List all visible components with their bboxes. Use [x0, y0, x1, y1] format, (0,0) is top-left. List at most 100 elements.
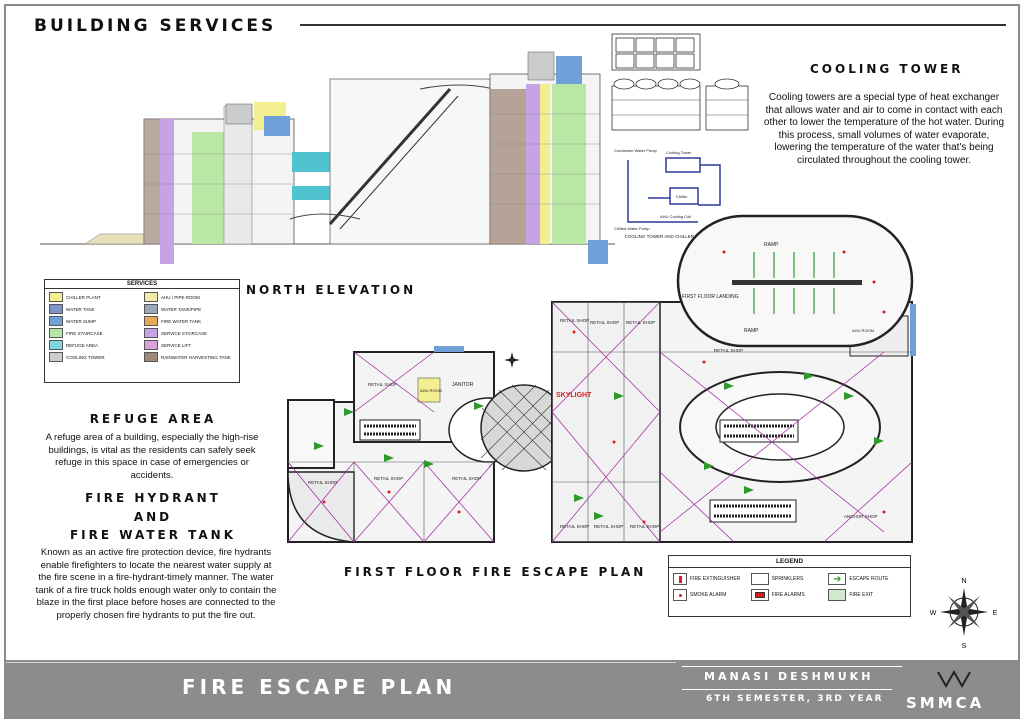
plan-label-ahu-right: AHU ROOM: [852, 328, 874, 333]
compass-n: N: [961, 578, 966, 585]
services-item: WATER SUMP: [49, 316, 140, 326]
cooling-diagram-caption: COOLING TOWER AND CHILLER WORK TOGETHER: [625, 234, 736, 239]
legend-label: FIRE EXTINGUISHER: [690, 576, 741, 582]
legend-label: SPRINKLERS: [771, 576, 804, 582]
cooling-tower-description: Cooling towers are a special type of hea…: [763, 92, 1005, 166]
legend: LEGEND FIRE EXTINGUISHER SPRINKLERS ➜ ES…: [668, 555, 911, 617]
north-elevation-caption: NORTH ELEVATION: [246, 283, 417, 297]
plan-label-retail-5: RETAIL SHOP: [560, 318, 589, 323]
services-item: CHILLER PLANT: [49, 292, 140, 302]
legend-label: FIRE ALARMS: [771, 592, 805, 598]
services-item-label: WATER SUMP: [66, 318, 96, 324]
plan-label-retail-2: RETAIL SHOP: [308, 480, 337, 485]
services-item: REFUGE AREA: [49, 340, 140, 350]
services-swatch: [49, 328, 63, 338]
compass-icon: N S E W: [930, 578, 998, 650]
legend-label: ESCAPE ROUTE: [849, 576, 889, 582]
north-elevation-drawing: [40, 51, 615, 264]
services-item-label: REFUGE AREA: [66, 342, 99, 348]
plan-label-ramp-bottom: RAMP: [744, 328, 759, 334]
services-legend-title: SERVICES: [45, 280, 239, 289]
diagram-label-ahu-coil: AHU Cooling Coil: [660, 214, 691, 219]
diagram-label-chilled-pump: Chilled Water Pump: [614, 226, 650, 231]
cooling-tower-title: COOLING TOWER: [810, 62, 964, 76]
fire-alarm-icon: [750, 589, 769, 601]
semester-info: 6TH SEMESTER, 3RD YEAR: [706, 694, 884, 704]
services-swatch: [49, 304, 63, 314]
plan-label-retail-6: RETAIL SHOP: [590, 320, 619, 325]
sprinkler-icon: [750, 573, 769, 585]
legend-item-fire-exit: FIRE EXIT: [828, 589, 906, 601]
plan-label-skylight: SKYLIGHT: [556, 392, 592, 399]
services-item-label: AHU / PIPE ROOM: [161, 294, 200, 300]
services-swatch: [144, 340, 158, 350]
footer-title: FIRE ESCAPE PLAN: [182, 675, 457, 699]
plan-label-retail-9: RETAIL SHOP: [560, 524, 589, 529]
fire-hydrant-title: FIRE HYDRANT: [85, 491, 221, 505]
plan-label-retail-7: RETAIL SHOP: [626, 320, 655, 325]
page-title: BUILDING SERVICES: [34, 16, 277, 36]
services-item: FIRE STAIRCASE: [49, 328, 140, 338]
services-item-label: COOLING TOWER: [66, 354, 105, 360]
fire-exit-icon: [828, 589, 847, 601]
services-swatch: [49, 352, 63, 362]
compass-s: S: [962, 643, 967, 650]
plan-label-retail-10: RETAIL SHOP: [594, 524, 623, 529]
plan-label-retail-11: RETAIL SHOP: [630, 524, 659, 529]
services-swatch: [144, 352, 158, 362]
diagram-label-cooling-tower: Cooling Tower: [666, 150, 692, 155]
services-item-label: SERVICE STAIRCASE: [161, 330, 208, 336]
floor-plan-caption: FIRST FLOOR FIRE ESCAPE PLAN: [344, 565, 647, 579]
plan-label-janitor: JANITOR: [452, 382, 474, 388]
college-logo-text: SMMCA: [906, 694, 985, 712]
diagram-label-condenser-pump: Condenser Water Pump: [614, 148, 658, 153]
legend-item-fire-extinguisher: FIRE EXTINGUISHER: [673, 573, 751, 585]
author-name: MANASI DESHMUKH: [704, 670, 874, 683]
services-legend: SERVICES CHILLER PLANT AHU / PIPE ROOM W…: [44, 279, 240, 383]
services-swatch: [144, 304, 158, 314]
legend-item-fire-alarm: FIRE ALARMS: [750, 589, 829, 601]
fire-hydrant-title-and: AND: [133, 510, 173, 524]
services-item: FIRE WATER TANK: [144, 316, 235, 326]
services-item: RAINWATER HARVESTING TANK: [144, 352, 235, 362]
first-floor-plan: SKYLIGHT RAMP RAMP FIRST FLOOR LANDING J…: [287, 214, 916, 543]
services-swatch: [49, 292, 63, 302]
refuge-area-title: REFUGE AREA: [89, 412, 217, 426]
services-swatch: [49, 340, 63, 350]
plan-label-retail-3: RETAIL SHOP: [374, 476, 403, 481]
plan-label-landing: FIRST FLOOR LANDING: [682, 294, 739, 300]
services-item-label: SERVICE LIFT: [161, 342, 192, 348]
legend-item-smoke-alarm: SMOKE ALARM: [673, 589, 751, 601]
fire-water-tank-title: FIRE WATER TANK: [69, 528, 236, 542]
diagram-label-chiller: Chiller: [676, 194, 688, 199]
services-item: WATER TANK: [49, 304, 140, 314]
plan-label-ahu-left: AHU ROOM: [420, 388, 442, 393]
legend-item-sprinklers: SPRINKLERS: [750, 573, 829, 585]
plan-label-retail-1: RETAIL SHOP: [368, 382, 397, 387]
plan-label-retail-4: RETAIL SHOP: [452, 476, 481, 481]
compass-w: W: [930, 610, 937, 617]
compass-e: E: [993, 610, 998, 617]
services-item-label: WATER TANK/PIPE: [161, 306, 202, 312]
smoke-alarm-icon: [673, 589, 687, 601]
fire-extinguisher-icon: [673, 573, 687, 585]
services-swatch: [144, 316, 158, 326]
services-item-label: FIRE WATER TANK: [161, 318, 202, 324]
refuge-area-description: A refuge area of a building, especially …: [45, 432, 259, 481]
services-swatch: [144, 292, 158, 302]
services-item: WATER TANK/PIPE: [144, 304, 235, 314]
plan-label-retail-8: RETAIL SHOP: [714, 348, 743, 353]
services-swatch: [144, 328, 158, 338]
services-item-label: CHILLER PLANT: [66, 294, 101, 300]
legend-label: SMOKE ALARM: [690, 592, 727, 598]
legend-label: FIRE EXIT: [849, 592, 874, 598]
services-item-label: RAINWATER HARVESTING TANK: [161, 354, 231, 360]
fire-hydrant-description: Known as an active fire protection devic…: [35, 547, 277, 621]
footer-bar: FIRE ESCAPE PLAN MANASI DESHMUKH 6TH SEM…: [6, 660, 1018, 717]
college-logo-icon: [937, 669, 971, 689]
plan-label-ramp-top: RAMP: [764, 242, 779, 248]
escape-route-icon: ➜: [828, 573, 847, 585]
services-item: COOLING TOWER: [49, 352, 140, 362]
services-item: AHU / PIPE ROOM: [144, 292, 235, 302]
services-item-label: WATER TANK: [66, 306, 95, 312]
